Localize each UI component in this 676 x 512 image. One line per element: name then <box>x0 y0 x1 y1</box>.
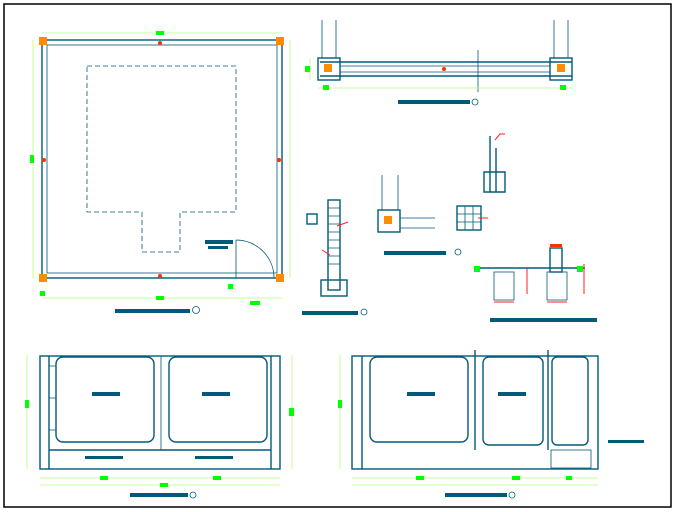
gate-elevation-right <box>338 350 644 499</box>
title-block <box>130 493 188 497</box>
title-block <box>490 318 597 322</box>
title-block <box>384 251 446 255</box>
corner-column <box>39 274 47 282</box>
building-footprint <box>86 65 237 253</box>
sheet-border <box>3 3 672 508</box>
front-elevation-top <box>305 20 573 106</box>
corner-column <box>39 37 47 45</box>
title-block <box>302 311 358 315</box>
gate-elevation-left <box>25 355 294 499</box>
boundary-wall-outer <box>41 39 283 279</box>
corner-column <box>276 37 284 45</box>
mesh-panel <box>55 356 155 443</box>
mesh-panel <box>168 356 268 443</box>
title-block <box>115 309 190 313</box>
title-block <box>398 100 470 104</box>
title-block <box>445 493 507 497</box>
corner-column <box>276 274 284 282</box>
mesh-panel <box>551 356 589 446</box>
mesh-panel <box>482 356 544 446</box>
footing-sections <box>474 244 597 322</box>
site-plan <box>30 31 291 314</box>
mesh-panel <box>369 356 469 443</box>
door-swing <box>235 239 275 279</box>
boundary-wall-inner <box>46 44 278 274</box>
column-details <box>302 133 506 316</box>
